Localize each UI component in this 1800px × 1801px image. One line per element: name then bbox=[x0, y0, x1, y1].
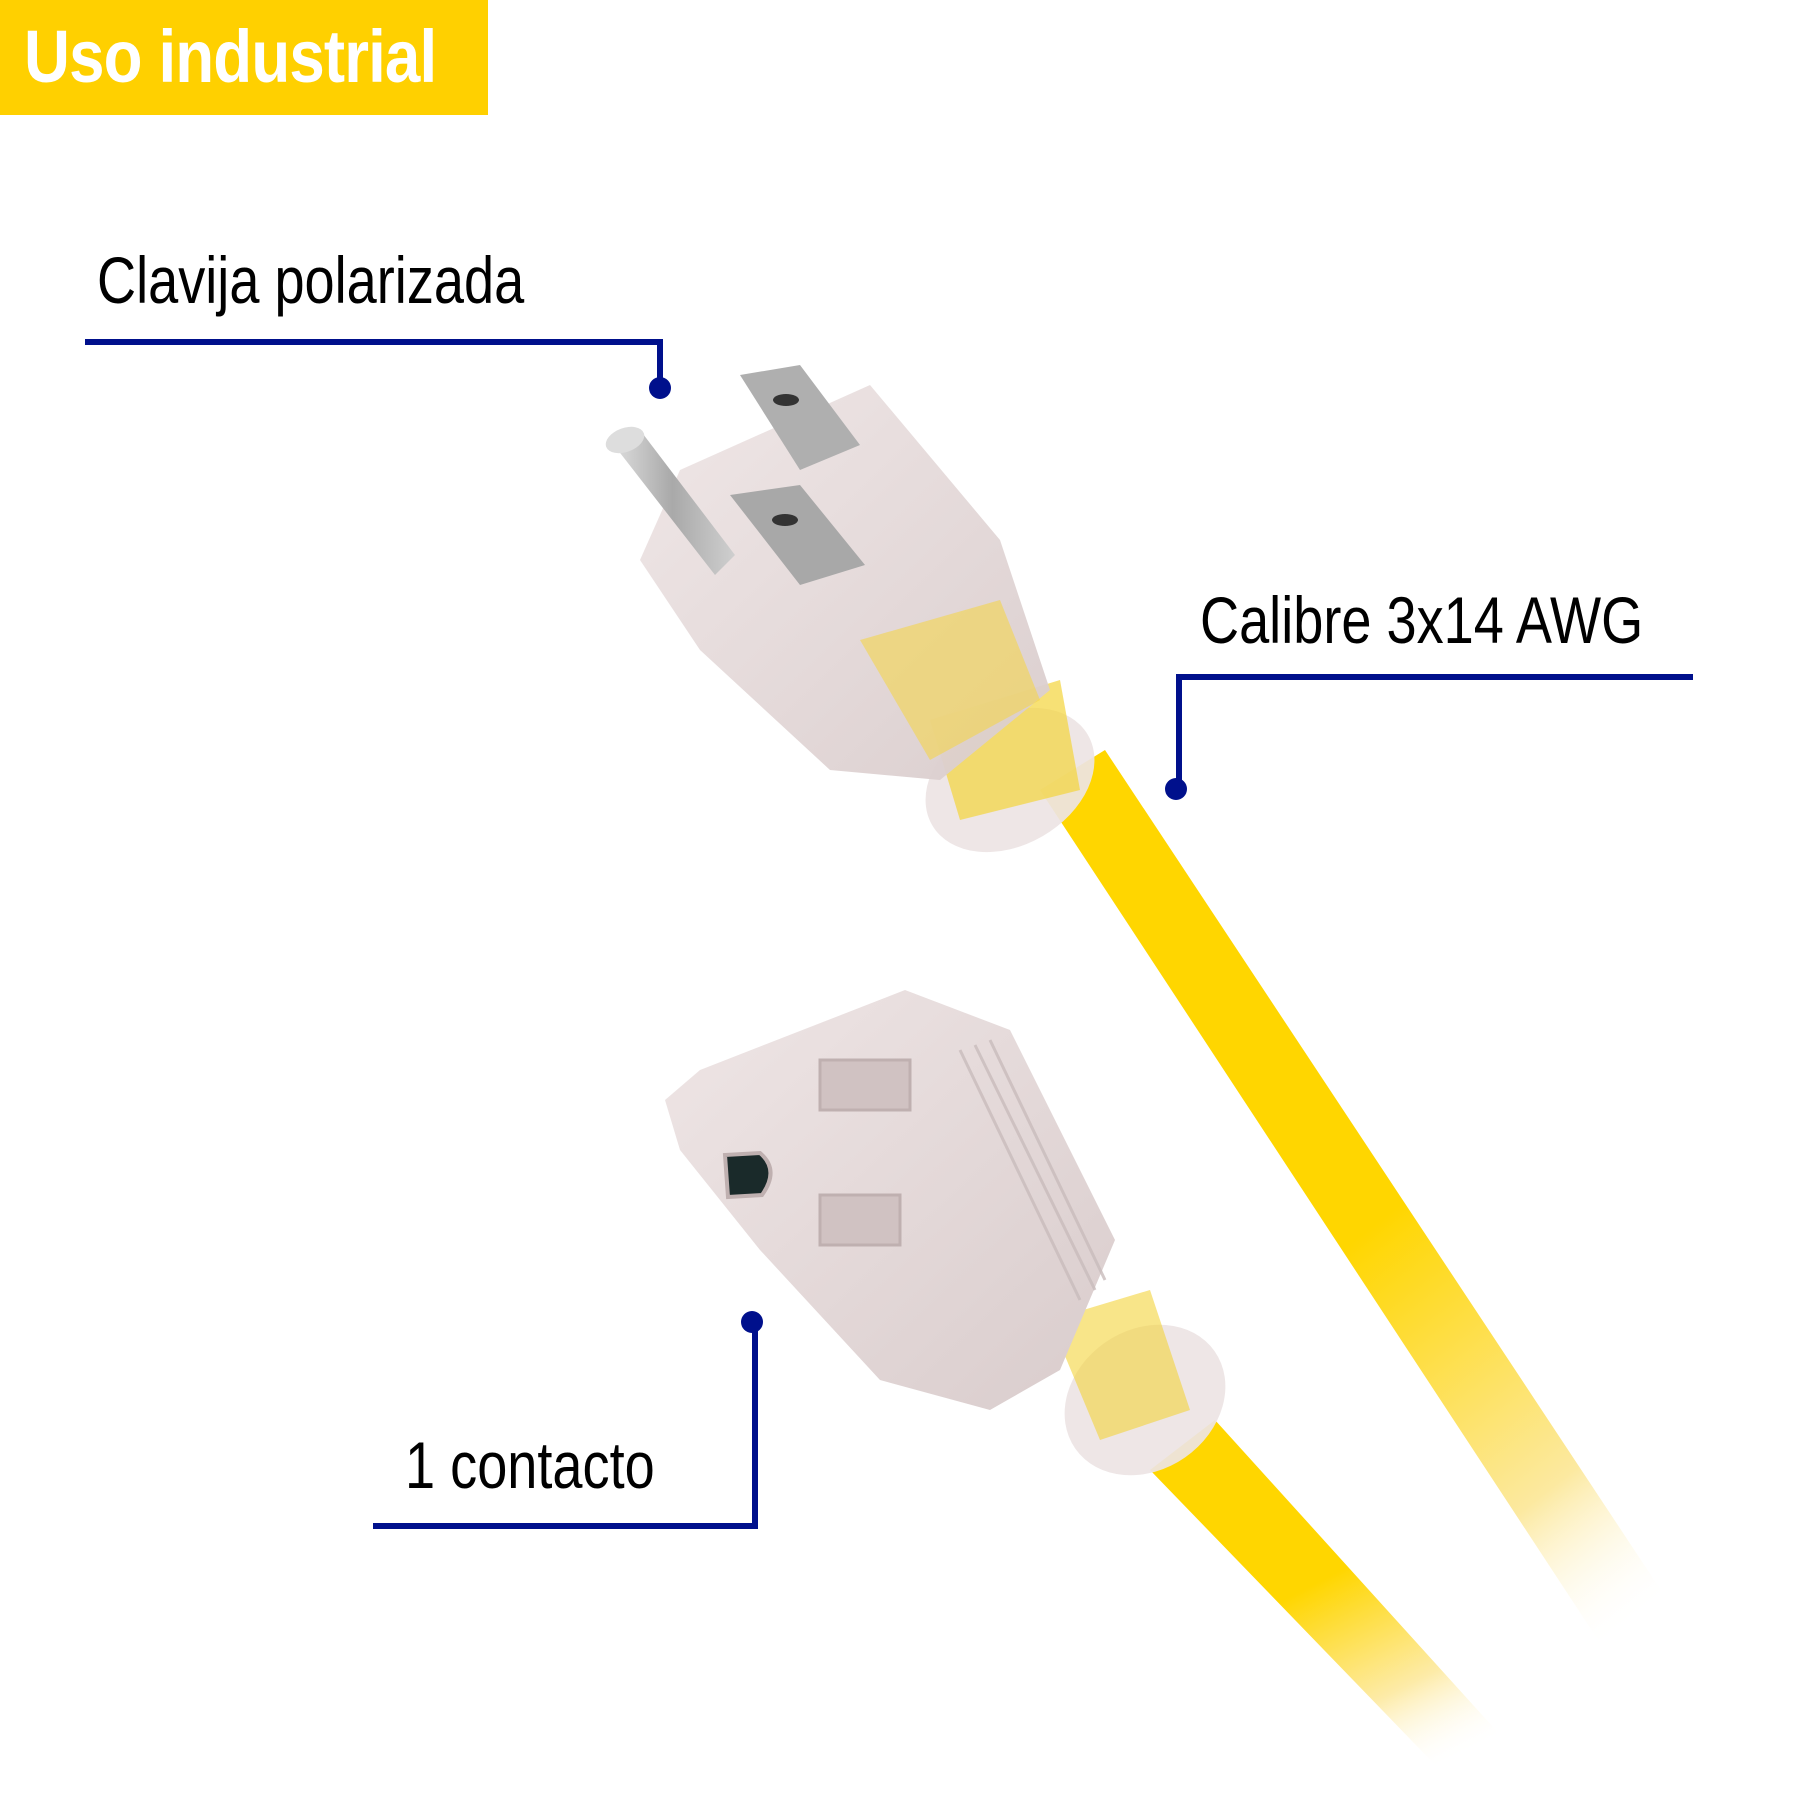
callout-socket bbox=[373, 1325, 758, 1529]
callout-plug bbox=[85, 339, 663, 385]
callout-dot-cable bbox=[1165, 778, 1187, 800]
usage-badge: Uso industrial bbox=[0, 0, 488, 115]
cable-lower bbox=[1150, 1420, 1560, 1801]
badge-text: Uso industrial bbox=[24, 15, 437, 98]
callout-dot-plug bbox=[649, 377, 671, 399]
socket-icon bbox=[665, 990, 1226, 1476]
callout-dot-socket bbox=[741, 1311, 763, 1333]
label-outlet-count: 1 contacto bbox=[405, 1428, 655, 1502]
plug-icon bbox=[605, 365, 1095, 853]
callout-cable bbox=[1176, 674, 1693, 785]
cable-upper bbox=[1040, 750, 1760, 1780]
label-polarized-plug: Clavija polarizada bbox=[97, 243, 525, 317]
label-wire-gauge: Calibre 3x14 AWG bbox=[1200, 583, 1644, 657]
